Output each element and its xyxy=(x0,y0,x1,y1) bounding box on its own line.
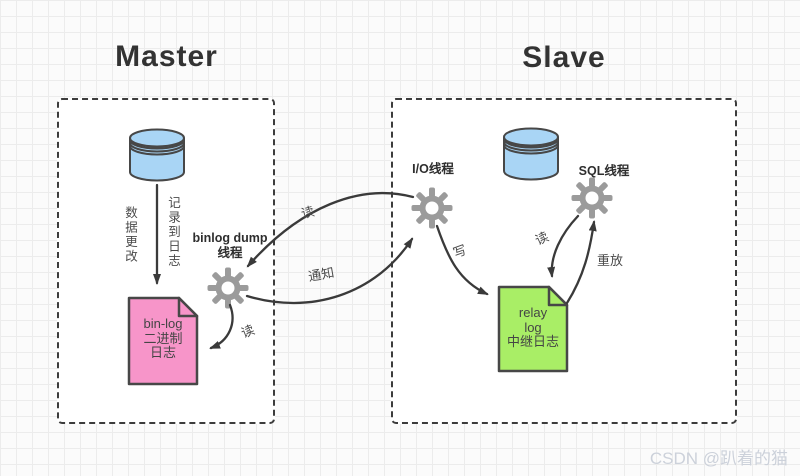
binlog-doc-line2: 二进制 xyxy=(143,330,183,346)
replay-label: 重放 xyxy=(597,253,624,268)
sql-thread-label: SQL线程 xyxy=(578,164,630,178)
relay-document-icon xyxy=(497,285,569,373)
binlog-doc-line3: 日志 xyxy=(149,345,176,361)
slave-zone-box xyxy=(391,98,737,424)
io-thread-gear-icon xyxy=(411,187,453,229)
notify-label: 通知 xyxy=(307,264,336,285)
relay-doc-line3: 中继日志 xyxy=(506,334,559,350)
slave-database-icon xyxy=(503,127,559,181)
data-change-label: 数据更改 xyxy=(123,206,137,264)
slave-title: Slave xyxy=(522,41,606,74)
master-title: Master xyxy=(115,40,218,73)
sql-thread-gear-icon xyxy=(571,177,613,219)
relay-doc-line1: relay xyxy=(518,305,548,320)
record-to-log-label: 记录到日志 xyxy=(166,196,180,269)
binlog-dump-gear-icon xyxy=(207,267,249,309)
csdn-watermark: CSDN @趴着的猫 xyxy=(649,449,788,468)
relay-document-text: relay log 中继日志 xyxy=(497,305,569,350)
master-database-icon xyxy=(129,128,185,182)
read-label-top: 读 xyxy=(299,203,316,222)
binlog-dump-thread-label-line1: binlog dump xyxy=(192,231,268,245)
binlog-document-text: bin-log 二进制 日志 xyxy=(127,316,199,361)
binlog-doc-line1: bin-log xyxy=(143,316,183,331)
binlog-dump-thread-label-line2: 线程 xyxy=(217,246,243,260)
io-thread-label: I/O线程 xyxy=(412,162,454,176)
relay-doc-line2: log xyxy=(524,319,542,335)
binlog-document-icon xyxy=(127,296,199,386)
binlog-dump-thread-label: binlog dump 线程 xyxy=(178,231,282,261)
